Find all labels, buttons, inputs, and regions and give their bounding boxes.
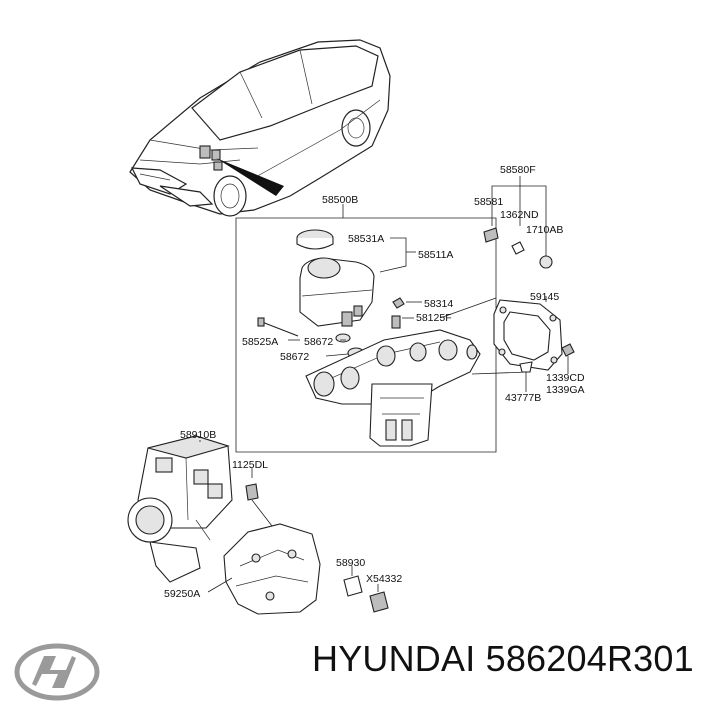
label-58581: 58581 [474, 196, 503, 208]
label-58672-a: 58672 [304, 336, 333, 348]
hyundai-logo [14, 643, 100, 701]
label-1339CD: 1339CD [546, 372, 585, 384]
label-58314: 58314 [424, 298, 453, 310]
label-X54332: X54332 [366, 573, 402, 585]
label-58125F: 58125F [416, 312, 452, 324]
label-58672-b: 58672 [280, 351, 309, 363]
label-58531A: 58531A [348, 233, 384, 245]
label-1339GA: 1339GA [546, 384, 585, 396]
label-58930: 58930 [336, 557, 365, 569]
master-cylinder-group [235, 204, 497, 453]
label-43777B: 43777B [505, 392, 541, 404]
abs-module-group [127, 435, 389, 615]
label-1125DL: 1125DL [232, 459, 268, 471]
label-58580F: 58580F [500, 164, 536, 176]
label-1710AB: 1710AB [526, 224, 563, 236]
booster-mounting-group [439, 176, 575, 392]
label-58910B: 58910B [180, 429, 216, 441]
label-59145: 59145 [530, 291, 559, 303]
label-58511A: 58511A [418, 249, 453, 261]
label-58500B: 58500B [322, 194, 358, 206]
car-illustration [129, 39, 391, 217]
label-58525A: 58525A [242, 336, 278, 348]
part-labels: 58580F 58581 1362ND 1710AB 58500B 58531A… [164, 164, 585, 600]
label-59250A: 59250A [164, 588, 200, 600]
part-number-caption: HYUNDAI 586204R301 [312, 638, 694, 679]
label-1362ND: 1362ND [500, 209, 539, 221]
